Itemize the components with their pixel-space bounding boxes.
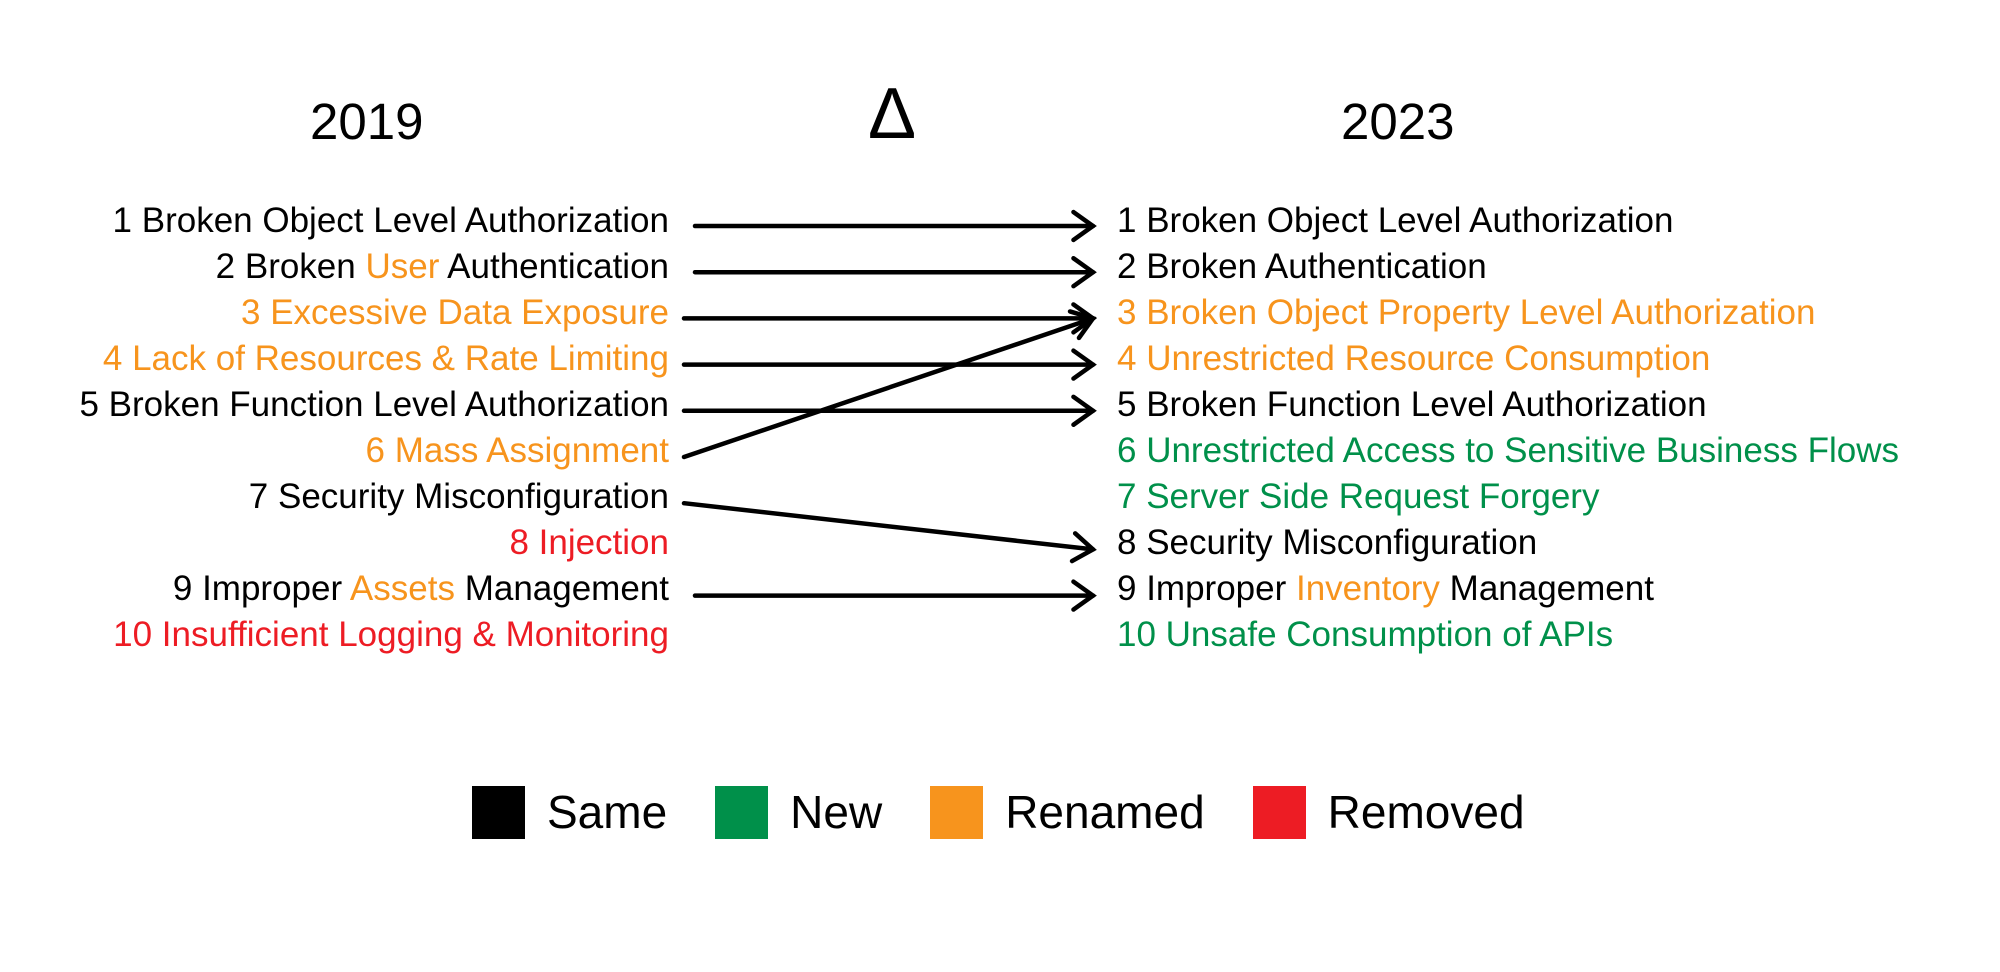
- list-2019-item-8: 8 Injection: [79, 520, 669, 566]
- arrow-6-to-3: [681, 309, 1097, 460]
- arrow-7-to-8: [681, 500, 1097, 564]
- list-2019-item-10-text: 10 Insufficient Logging & Monitoring: [113, 615, 669, 654]
- legend-swatch-same: [472, 785, 525, 839]
- list-2023-item-4-text: 4 Unrestricted Resource Consumption: [1117, 339, 1711, 378]
- list-2023-item-8-text: 8 Security Misconfiguration: [1117, 523, 1538, 562]
- list-2019-item-5: 5 Broken Function Level Authorization: [79, 382, 669, 428]
- legend-swatch-removed: [1252, 785, 1306, 839]
- list-2023-item-9-text: Management: [1439, 569, 1654, 608]
- legend-item-removed: Removed: [1252, 785, 1525, 839]
- arrow-4-to-4: [681, 348, 1097, 381]
- list-2019-item-2: 2 Broken User Authentication: [79, 244, 669, 290]
- list-2019-item-8-text: 8 Injection: [509, 523, 669, 562]
- list-2023-item-10: 10 Unsafe Consumption of APIs: [1117, 612, 1899, 658]
- list-2019-item-3: 3 Excessive Data Exposure: [79, 290, 669, 336]
- arrow-9-to-9: [692, 579, 1097, 612]
- list-2019-item-9-text: Assets: [349, 569, 455, 608]
- list-2023-item-4: 4 Unrestricted Resource Consumption: [1117, 336, 1899, 382]
- list-2019-item-9: 9 Improper Assets Management: [79, 566, 669, 612]
- legend-item-same: Same: [472, 785, 668, 839]
- arrow-5-to-5: [681, 394, 1097, 427]
- list-2023-item-10-text: 10 Unsafe Consumption of APIs: [1117, 615, 1614, 654]
- list-2019-item-2-text: Authentication: [439, 247, 669, 286]
- list-2023-item-9-text: 9 Improper: [1117, 569, 1296, 608]
- legend-label-renamed: Renamed: [1005, 786, 1205, 838]
- header-2023: 2023: [1341, 93, 1455, 150]
- list-2019-item-1: 1 Broken Object Level Authorization: [79, 198, 669, 244]
- list-2019-item-7-text: 7 Security Misconfiguration: [248, 477, 669, 516]
- list-2023: 1 Broken Object Level Authorization 2 Bro…: [1117, 198, 1899, 658]
- list-2023-item-5: 5 Broken Function Level Authorization: [1117, 382, 1899, 428]
- list-2019-item-3-text: 3 Excessive Data Exposure: [241, 293, 669, 332]
- list-2019-item-1-text: 1 Broken Object Level Authorization: [112, 201, 669, 240]
- list-2019-item-4: 4 Lack of Resources & Rate Limiting: [79, 336, 669, 382]
- arrow-1-to-1: [692, 209, 1097, 243]
- legend-label-same: Same: [547, 786, 668, 838]
- list-2023-item-7-text: 7 Server Side Request Forgery: [1117, 477, 1600, 516]
- list-2023-item-1: 1 Broken Object Level Authorization: [1117, 198, 1899, 244]
- legend-label-new: New: [790, 786, 883, 838]
- list-2023-item-1-text: 1 Broken Object Level Authorization: [1117, 201, 1674, 240]
- legend-swatch-new: [715, 785, 769, 839]
- list-2019: 1 Broken Object Level Authorization 2 Bro…: [79, 198, 669, 658]
- list-2023-item-2-text: 2 Broken Authentication: [1117, 247, 1487, 286]
- list-2023-item-2: 2 Broken Authentication: [1117, 244, 1899, 290]
- list-2023-item-3-text: 3 Broken Object Property Level Authoriza…: [1117, 293, 1816, 332]
- legend: Same New Renamed Removed: [472, 785, 1573, 839]
- list-2023-item-9-text: Inventory: [1295, 569, 1440, 608]
- list-2019-item-6-text: 6 Mass Assignment: [365, 431, 669, 470]
- legend-item-new: New: [715, 785, 883, 839]
- list-2019-item-9-text: Management: [454, 569, 669, 608]
- legend-label-removed: Removed: [1327, 786, 1525, 838]
- legend-swatch-renamed: [930, 785, 984, 839]
- list-2019-item-6: 6 Mass Assignment: [79, 428, 669, 474]
- list-2023-item-6-text: 6 Unrestricted Access to Sensitive Busin…: [1117, 431, 1899, 470]
- header-2019: 2019: [310, 93, 424, 150]
- list-2019-item-4-text: 4 Lack of Resources & Rate Limiting: [102, 339, 669, 378]
- legend-item-renamed: Renamed: [930, 785, 1205, 839]
- list-2023-item-3: 3 Broken Object Property Level Authoriza…: [1117, 290, 1899, 336]
- list-2019-item-2-text: User: [365, 247, 440, 286]
- list-2023-item-6: 6 Unrestricted Access to Sensitive Busin…: [1117, 428, 1899, 474]
- list-2023-item-9: 9 Improper Inventory Management: [1117, 566, 1899, 612]
- list-2019-item-9-text: 9 Improper: [172, 569, 350, 608]
- arrow-2-to-2: [692, 256, 1097, 289]
- list-2019-item-10: 10 Insufficient Logging & Monitoring: [79, 612, 669, 658]
- list-2023-item-7: 7 Server Side Request Forgery: [1117, 474, 1899, 520]
- list-2023-item-8: 8 Security Misconfiguration: [1117, 520, 1899, 566]
- list-2019-item-5-text: 5 Broken Function Level Authorization: [79, 385, 669, 424]
- list-2023-item-5-text: 5 Broken Function Level Authorization: [1117, 385, 1707, 424]
- header-delta: Δ: [868, 74, 917, 154]
- list-2019-item-7: 7 Security Misconfiguration: [79, 474, 669, 520]
- list-2019-item-2-text: 2 Broken: [215, 247, 366, 286]
- arrow-3-to-3: [681, 302, 1097, 335]
